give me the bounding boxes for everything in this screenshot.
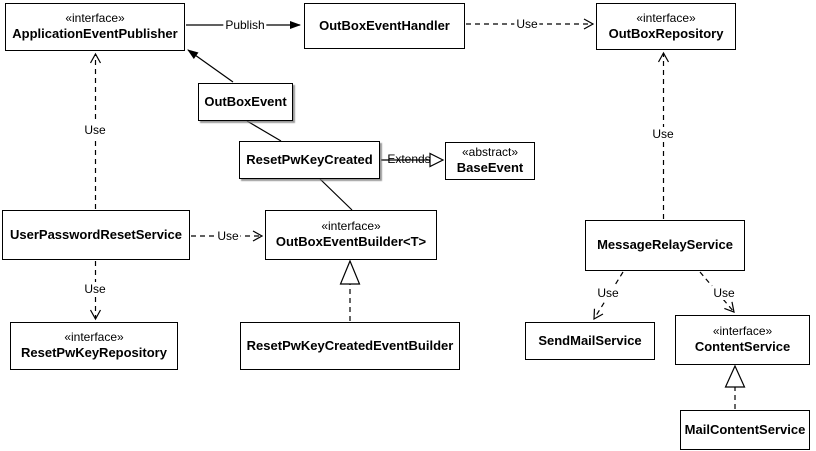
class-box-application-event-publisher[interactable]: «interface» ApplicationEventPublisher — [5, 3, 185, 51]
class-name: ResetPwKeyCreated — [246, 151, 373, 167]
class-box-reset-pw-key-created[interactable]: ResetPwKeyCreated — [239, 141, 380, 179]
class-name: ContentService — [694, 339, 791, 355]
edge-label-use-handler-repository: Use — [514, 17, 540, 31]
class-name: ApplicationEventPublisher — [12, 26, 178, 42]
class-name: OutBoxRepository — [608, 25, 724, 41]
realization-triangle-builder — [339, 259, 361, 285]
edge-resetpwkeycreated-builder — [319, 178, 353, 211]
class-name: ResetPwKeyCreatedEventBuilder — [246, 337, 454, 353]
class-box-outbox-repository[interactable]: «interface» OutBoxRepository — [596, 3, 736, 50]
class-box-user-password-reset-service[interactable]: UserPasswordResetService — [2, 210, 190, 260]
stereotype-label: «abstract» — [461, 145, 519, 160]
class-box-outbox-event-handler[interactable]: OutBoxEventHandler — [304, 3, 465, 49]
stereotype-label: «interface» — [712, 324, 773, 339]
class-name: UserPasswordResetService — [10, 226, 182, 242]
class-name: ResetPwKeyRepository — [21, 345, 167, 361]
class-box-base-event[interactable]: «abstract» BaseEvent — [445, 142, 535, 180]
edge-label-publish: Publish — [223, 18, 267, 32]
edge-label-use-service-builder: Use — [215, 229, 241, 243]
edge-label-extends: Extends — [387, 152, 431, 166]
edge-label-use-service-keyrepository: Use — [82, 282, 108, 296]
realization-triangle-content — [724, 364, 746, 388]
class-name: MessageRelayService — [597, 237, 733, 253]
class-name: OutBoxEventHandler — [319, 17, 450, 33]
stereotype-label: «interface» — [65, 11, 125, 26]
class-box-reset-pw-key-repository[interactable]: «interface» ResetPwKeyRepository — [10, 322, 178, 370]
class-box-reset-pw-key-created-event-builder[interactable]: ResetPwKeyCreatedEventBuilder — [240, 322, 460, 370]
class-name: OutBoxEventBuilder<T> — [275, 234, 427, 250]
class-name: BaseEvent — [456, 160, 524, 176]
edge-label-use-relay-sendmail: Use — [595, 286, 621, 300]
class-box-content-service[interactable]: «interface» ContentService — [675, 315, 810, 365]
edge-outboxevent-resetpwkeycreated — [246, 120, 282, 142]
class-box-send-mail-service[interactable]: SendMailService — [525, 322, 655, 360]
class-box-mail-content-service[interactable]: MailContentService — [680, 410, 810, 450]
edge-label-use-relay-content: Use — [711, 286, 737, 300]
stereotype-label: «interface» — [64, 330, 124, 345]
class-box-message-relay-service[interactable]: MessageRelayService — [585, 220, 745, 271]
stereotype-label: «interface» — [636, 10, 696, 25]
edge-outboxevent-to-publisher — [187, 49, 234, 83]
extends-triangle-arrowhead — [429, 152, 445, 168]
edge-label-use-service-publisher: Use — [82, 123, 108, 137]
edge-label-use-relay-repository: Use — [650, 127, 676, 141]
class-name: OutBoxEvent — [204, 93, 287, 109]
class-name: SendMailService — [538, 332, 642, 348]
stereotype-label: «interface» — [321, 219, 381, 234]
class-name: MailContentService — [684, 421, 806, 437]
class-box-outbox-event[interactable]: OutBoxEvent — [198, 83, 293, 121]
class-box-outbox-event-builder[interactable]: «interface» OutBoxEventBuilder<T> — [265, 210, 437, 260]
